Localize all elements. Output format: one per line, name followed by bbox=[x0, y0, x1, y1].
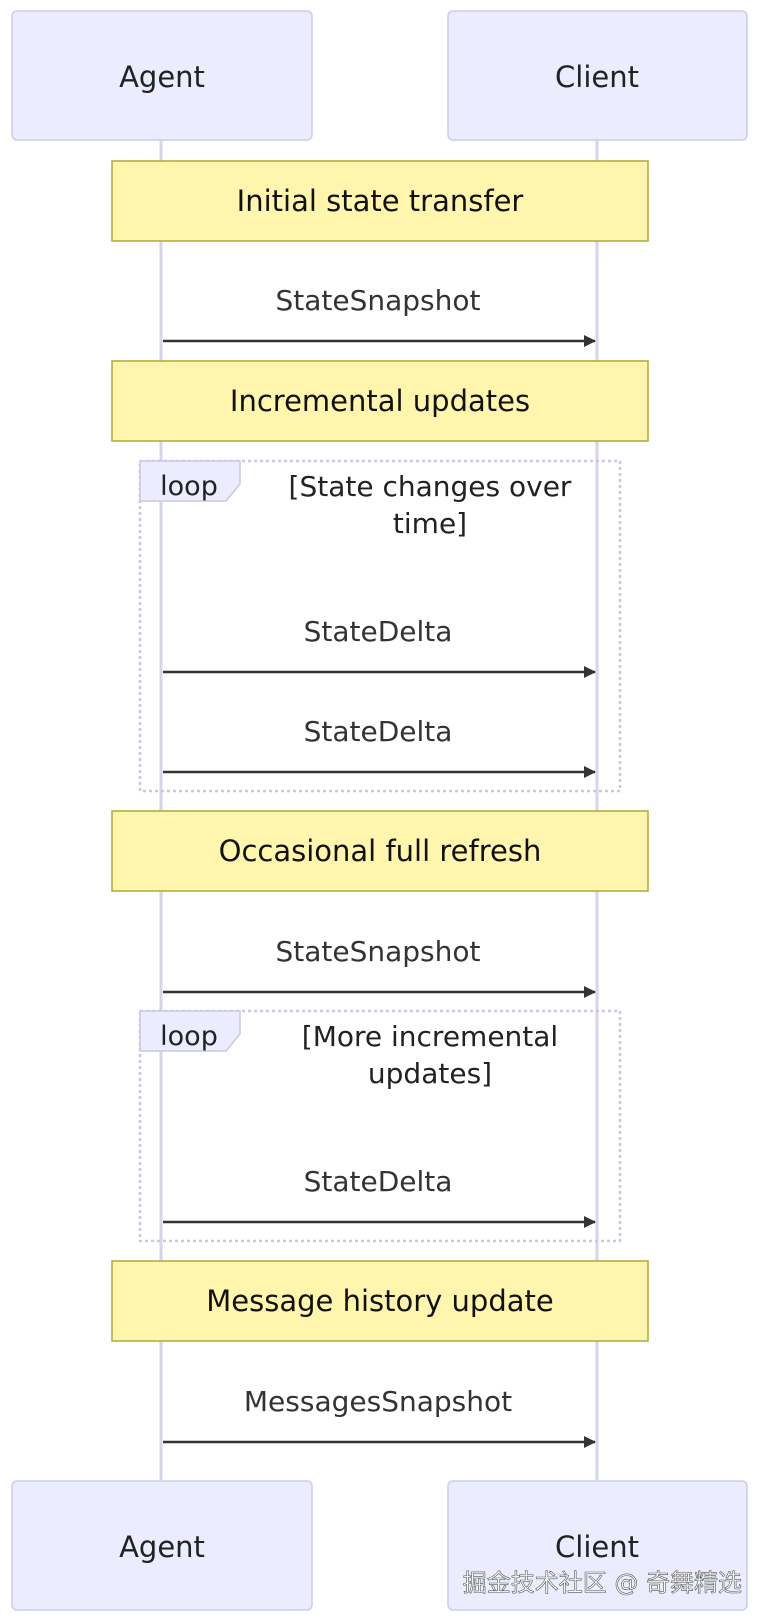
message-2-label: StateDelta bbox=[304, 615, 453, 648]
note-incremental-label: Incremental updates bbox=[230, 384, 530, 418]
note-initial-state-transfer: Initial state transfer bbox=[111, 160, 649, 242]
message-3-label: StateDelta bbox=[304, 715, 453, 748]
loop-2-label: loop bbox=[160, 1021, 218, 1052]
agent-actor-top-label: Agent bbox=[119, 60, 205, 94]
client-actor-bottom-label: Client bbox=[555, 1530, 639, 1564]
message-4-label: StateSnapshot bbox=[275, 935, 480, 968]
loop-1-label: loop bbox=[160, 471, 218, 502]
client-actor-bottom: Client bbox=[447, 1480, 748, 1611]
loop-2-condition-line-2: updates] bbox=[368, 1057, 492, 1090]
message-state-snapshot-1: StateSnapshot bbox=[163, 284, 596, 347]
note-initial-label: Initial state transfer bbox=[237, 184, 524, 218]
message-state-delta-3: StateDelta bbox=[163, 1165, 596, 1228]
loop-1-condition-line-2: time] bbox=[393, 507, 467, 540]
loop-1-condition-line-1: [State changes over bbox=[289, 470, 572, 503]
agent-actor-bottom: Agent bbox=[11, 1480, 313, 1611]
message-state-snapshot-2: StateSnapshot bbox=[163, 935, 596, 998]
client-actor-top: Client bbox=[447, 10, 748, 141]
note-message-history-update: Message history update bbox=[111, 1260, 649, 1342]
loop-block-1: loop [State changes over time] bbox=[138, 459, 622, 793]
message-state-delta-1: StateDelta bbox=[163, 615, 596, 678]
message-state-delta-2: StateDelta bbox=[163, 715, 596, 778]
watermark-text: 掘金技术社区 @ 奇舞精选 bbox=[463, 1569, 742, 1597]
loop-2-condition-line-1: [More incremental bbox=[302, 1020, 558, 1053]
message-messages-snapshot: MessagesSnapshot bbox=[163, 1385, 596, 1448]
agent-actor-bottom-label: Agent bbox=[119, 1530, 205, 1564]
message-6-label: MessagesSnapshot bbox=[244, 1385, 512, 1418]
note-incremental-updates: Incremental updates bbox=[111, 360, 649, 442]
note-refresh-label: Occasional full refresh bbox=[219, 834, 542, 868]
loop-block-2: loop [More incremental updates] bbox=[138, 1009, 622, 1243]
client-actor-top-label: Client bbox=[555, 60, 639, 94]
message-5-label: StateDelta bbox=[304, 1165, 453, 1198]
message-1-label: StateSnapshot bbox=[275, 284, 480, 317]
note-history-label: Message history update bbox=[206, 1284, 553, 1318]
agent-actor-top: Agent bbox=[11, 10, 313, 141]
note-occasional-full-refresh: Occasional full refresh bbox=[111, 810, 649, 892]
